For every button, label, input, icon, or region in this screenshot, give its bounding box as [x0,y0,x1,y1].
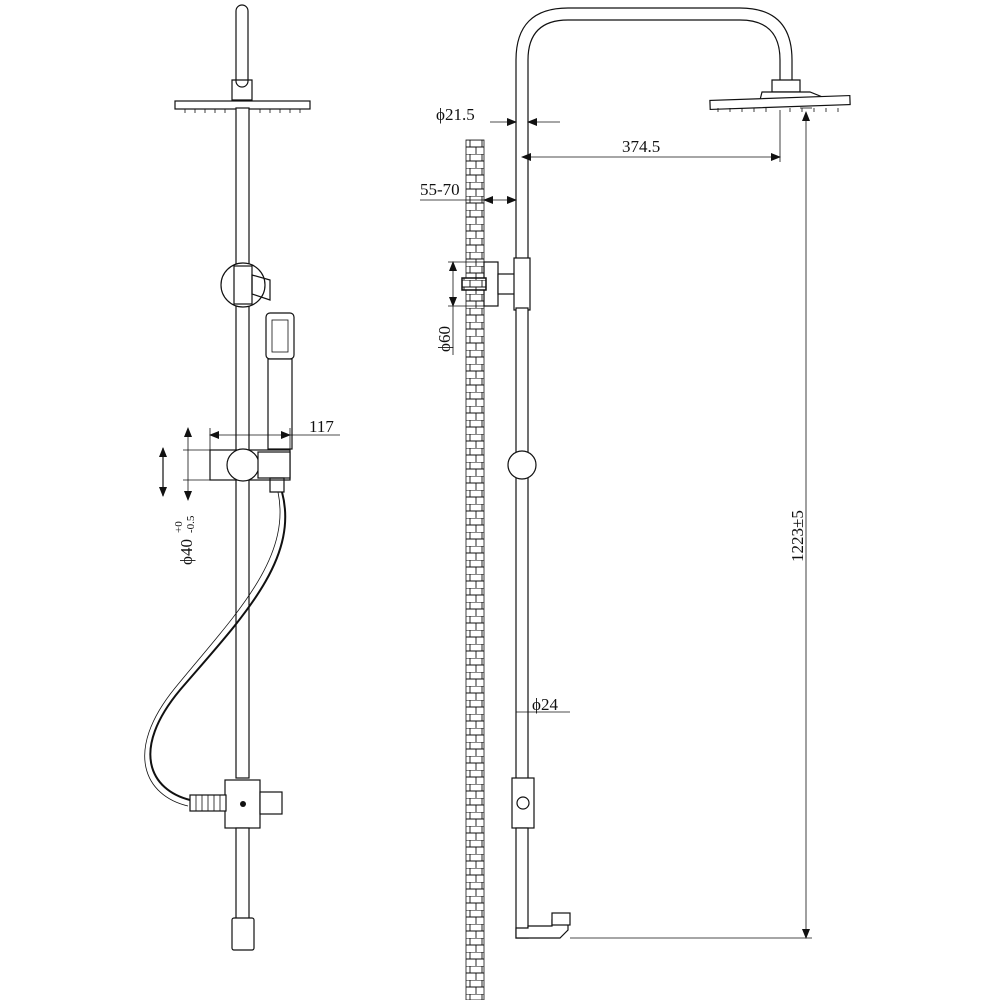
front-hose [149,491,287,801]
dim-60-label: ϕ60 [435,326,454,352]
front-bracket-collar [233,265,253,305]
front-slider-clamp [257,451,291,479]
side-head-plate [709,94,851,111]
front-view: 117 ϕ40 +0 -0.5 [144,4,340,951]
dim-overall-height: 1223±5 [788,510,807,562]
front-hose-inner [144,491,281,807]
side-bracket-clamp [513,257,531,311]
front-bracket-knob [251,274,271,301]
side-main-rail [515,307,529,787]
dim-rail-lower-diameter: ϕ24 [532,695,558,714]
front-slider-knob [226,448,260,482]
front-head-nozzles [184,109,301,113]
front-diverter-thread [195,795,221,811]
side-slider-knob [507,450,537,480]
front-rail-top [235,4,249,88]
front-diverter-handle [259,791,283,815]
dim-40-label: ϕ40 +0 -0.5 [173,515,197,565]
side-wall-screw [461,277,487,291]
side-spout-cap [551,912,571,926]
front-hose-connector [269,477,285,493]
side-upper-rail [515,7,793,261]
front-main-rail [235,107,250,779]
side-bracket-arm [497,273,517,295]
side-diverter-knob [516,796,530,810]
dim-slider-tol-upper: +0 [173,521,185,533]
side-lower-rail [515,827,529,939]
front-lower-rail [235,827,250,929]
front-bottom-cap [231,917,255,951]
dim-rail-top-diameter: ϕ21.5 [436,105,475,124]
side-head-nozzles [717,108,839,112]
front-hand-shower-grid [271,319,289,353]
dim-1223-label: 1223±5 [788,510,807,562]
front-hand-shower-handle [267,358,293,450]
dim-hand-shower-offset: 117 [309,417,334,436]
dim-slider-diameter: ϕ40 [177,539,196,565]
dim-slider-tol-lower: -0.5 [185,515,197,533]
front-diverter-dot [240,801,246,807]
front-shower-head [231,79,253,101]
side-wall [465,139,485,1000]
side-view: ϕ21.5 374.5 55-70 ϕ60 ϕ24 1223±5 [420,7,851,1000]
side-head-joint [771,79,801,93]
dim-arm-reach: 374.5 [622,137,660,156]
dim-wall-gap: 55-70 [420,180,460,199]
dim-flange-diameter: ϕ60 [435,326,454,352]
